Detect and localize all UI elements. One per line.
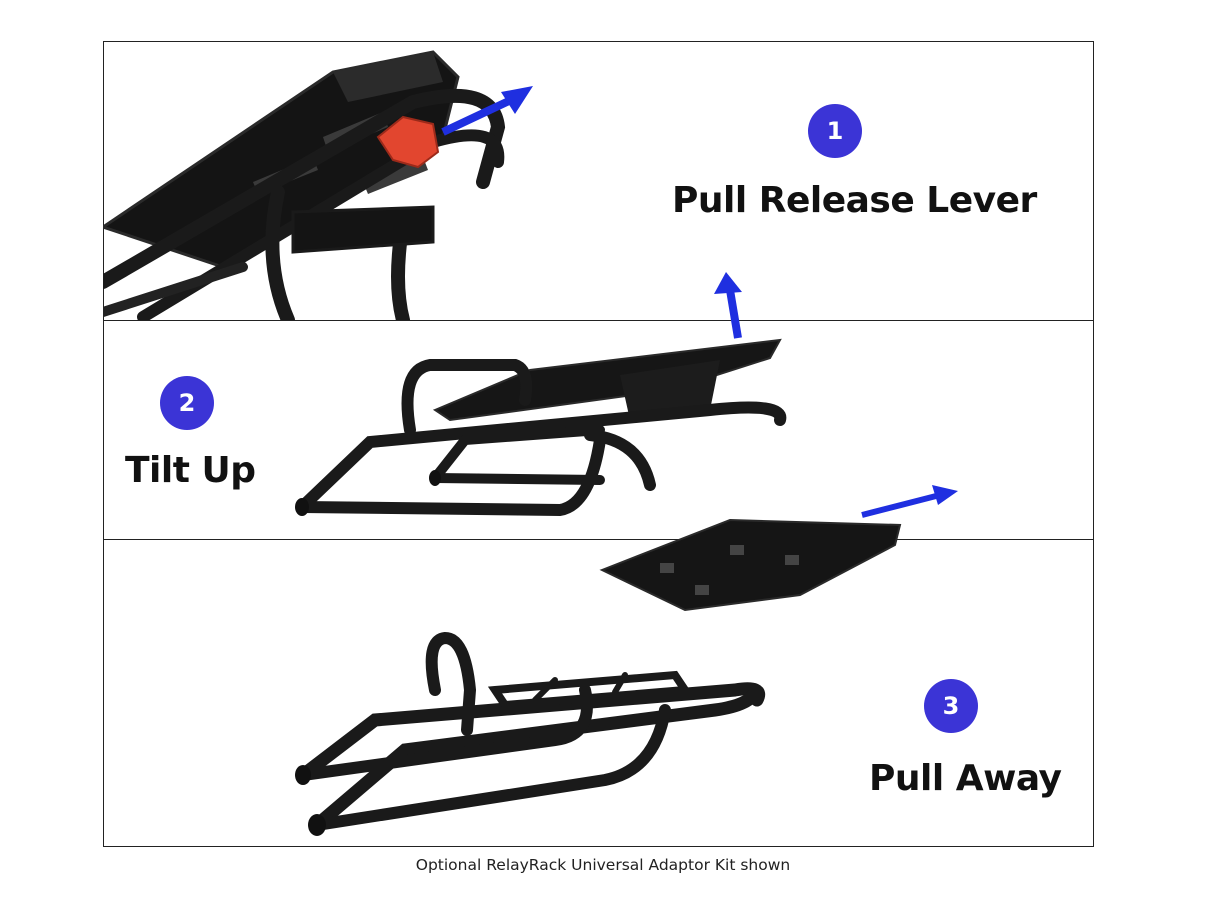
bare-rack-illustration [295, 631, 766, 836]
release-lever-icon [376, 115, 440, 169]
step-3-badge: 3 [924, 679, 978, 733]
detached-plate-illustration [599, 485, 958, 612]
step-1-title: Pull Release Lever [672, 180, 1037, 221]
tilt-arrow-icon [714, 272, 742, 339]
step-3-title: Pull Away [869, 758, 1062, 799]
rack-closeup-illustration [103, 50, 533, 320]
rack-tilt-illustration [295, 272, 787, 517]
step-2-title: Tilt Up [125, 450, 256, 491]
pull-arrow-icon [861, 485, 958, 518]
step-1-badge: 1 [808, 104, 862, 158]
instruction-frame [103, 41, 1094, 847]
section-divider [103, 539, 1094, 540]
release-arrow-icon [441, 86, 533, 136]
caption: Optional RelayRack Universal Adaptor Kit… [415, 856, 791, 874]
step-2-badge: 2 [160, 376, 214, 430]
section-divider [103, 320, 1094, 321]
